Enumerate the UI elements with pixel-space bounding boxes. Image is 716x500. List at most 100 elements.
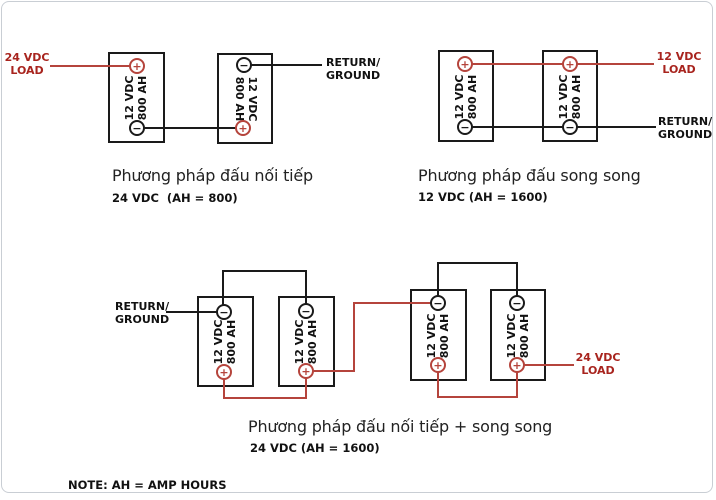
negative-terminal-icon: − <box>562 119 578 135</box>
plus-sign: + <box>512 358 522 372</box>
return-ground-label: RETURN/ GROUND <box>326 56 380 82</box>
plus-sign: + <box>565 57 575 71</box>
wire-segment <box>437 396 518 398</box>
negative-terminal-icon: − <box>236 57 252 73</box>
wire-segment <box>166 311 224 313</box>
positive-terminal-icon: + <box>129 58 145 74</box>
battery-voltage: 12 VDC <box>505 313 518 359</box>
positive-terminal-icon: + <box>298 363 314 379</box>
wire-segment <box>437 262 439 304</box>
wire-segment <box>517 364 574 366</box>
minus-sign: − <box>219 305 229 319</box>
load-label: 24 VDC LOAD <box>574 351 622 377</box>
battery-capacity: 800 AH <box>233 76 246 122</box>
return-label-line1: RETURN/ <box>326 56 381 69</box>
positive-terminal-icon: + <box>457 56 473 72</box>
battery-label: 12 VDC 800 AH <box>425 314 451 359</box>
negative-terminal-icon: − <box>216 304 232 320</box>
wire-segment <box>222 270 224 313</box>
battery-label: 12 VDC 800 AH <box>293 320 319 365</box>
return-label-line2: GROUND <box>658 128 713 141</box>
minus-sign: − <box>301 304 311 318</box>
wire-segment <box>305 270 307 312</box>
positive-terminal-icon: + <box>216 364 232 380</box>
diagram-caption: Phương pháp đấu nối tiếp + song song <box>248 417 553 436</box>
diagram-caption: Phương pháp đấu nối tiếp <box>112 166 314 185</box>
return-label-line2: GROUND <box>326 69 381 82</box>
diagram-subcaption: 12 VDC (AH = 1600) <box>418 190 548 204</box>
wire-segment <box>306 370 355 372</box>
negative-terminal-icon: − <box>129 120 145 136</box>
minus-sign: − <box>239 58 249 72</box>
positive-terminal-icon: + <box>562 56 578 72</box>
load-label-line2: LOAD <box>581 364 615 377</box>
note-text: NOTE: AH = AMP HOURS <box>68 478 227 492</box>
minus-sign: − <box>132 121 142 135</box>
plus-sign: + <box>132 59 142 73</box>
battery-label: 12 VDC 800 AH <box>505 314 531 359</box>
negative-terminal-icon: − <box>298 303 314 319</box>
load-label-line1: 12 VDC <box>656 50 702 63</box>
battery-voltage: 12 VDC <box>425 313 438 359</box>
diagram-caption: Phương pháp đấu song song <box>418 166 641 185</box>
wire-segment <box>464 126 656 128</box>
load-label-line1: 24 VDC <box>575 351 621 364</box>
battery-capacity: 800 AH <box>306 319 319 365</box>
battery-voltage: 12 VDC <box>293 319 306 365</box>
battery-voltage: 12 VDC <box>123 75 136 121</box>
minus-sign: − <box>460 120 470 134</box>
negative-terminal-icon: − <box>430 295 446 311</box>
battery-label: 12 VDC 800 AH <box>453 75 479 120</box>
diagram-subcaption: 24 VDC (AH = 1600) <box>250 441 380 455</box>
wire-segment <box>516 365 518 398</box>
battery-capacity: 800 AH <box>136 75 149 121</box>
minus-sign: − <box>512 296 522 310</box>
wire-segment <box>136 127 244 129</box>
load-label: 24 VDC LOAD <box>3 51 51 77</box>
battery-label: 12 VDC 800 AH <box>212 320 238 365</box>
negative-terminal-icon: − <box>509 295 525 311</box>
battery-voltage: 12 VDC <box>557 74 570 120</box>
load-label-line1: 24 VDC <box>4 51 50 64</box>
return-ground-label: RETURN/ GROUND <box>115 300 169 326</box>
wire-segment <box>50 65 138 67</box>
return-label-line2: GROUND <box>115 313 170 326</box>
battery-capacity: 800 AH <box>466 74 479 120</box>
wire-segment <box>353 302 439 304</box>
battery-voltage: 12 VDC <box>212 319 225 365</box>
battery-capacity: 800 AH <box>518 313 531 359</box>
load-label: 12 VDC LOAD <box>655 50 703 76</box>
battery-voltage: 12 VDC <box>246 76 259 122</box>
positive-terminal-icon: + <box>430 357 446 373</box>
plus-sign: + <box>219 365 229 379</box>
wire-segment <box>464 63 654 65</box>
minus-sign: − <box>433 296 443 310</box>
battery-voltage: 12 VDC <box>453 74 466 120</box>
wire-segment <box>437 365 439 398</box>
battery-capacity: 800 AH <box>225 319 238 365</box>
wire-segment <box>244 64 322 66</box>
plus-sign: + <box>238 121 248 135</box>
battery-label: 12 VDC 800 AH <box>557 75 583 120</box>
wire-segment <box>353 302 355 372</box>
wire-segment <box>437 262 518 264</box>
wire-segment <box>222 270 307 272</box>
battery-capacity: 800 AH <box>438 313 451 359</box>
wire-segment <box>223 397 307 399</box>
plus-sign: + <box>460 57 470 71</box>
wire-segment <box>516 262 518 304</box>
return-label-line1: RETURN/ <box>115 300 170 313</box>
positive-terminal-icon: + <box>235 120 251 136</box>
battery-capacity: 800 AH <box>570 74 583 120</box>
diagram-subcaption: 24 VDC (AH = 800) <box>112 191 238 205</box>
minus-sign: − <box>565 120 575 134</box>
load-label-line2: LOAD <box>662 63 696 76</box>
wire-segment <box>223 372 225 399</box>
battery-label: 12 VDC 800 AH <box>123 76 149 121</box>
plus-sign: + <box>433 358 443 372</box>
plus-sign: + <box>301 364 311 378</box>
positive-terminal-icon: + <box>509 357 525 373</box>
battery-label: 12 VDC 800 AH <box>233 77 259 122</box>
return-ground-label: RETURN/ GROUND <box>658 115 712 141</box>
